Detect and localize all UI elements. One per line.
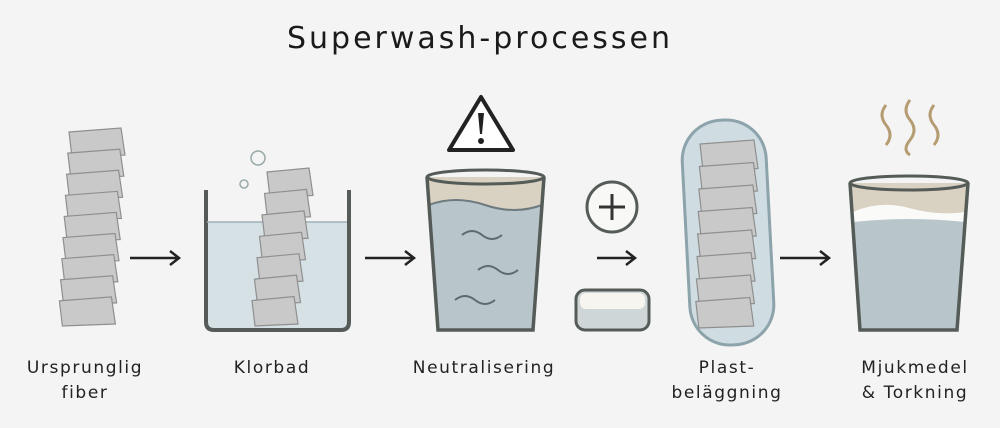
fiber-scale	[251, 295, 299, 327]
step-label-chlorine-bath: Klorbad	[234, 358, 310, 378]
step-label-softener-drying: Mjukmedel	[861, 358, 968, 378]
fiber-icon	[58, 127, 126, 327]
arrow-right-icon	[597, 250, 638, 266]
fiber-scale	[695, 296, 755, 329]
steam-icon	[880, 99, 940, 157]
arrow-right-icon	[780, 250, 832, 266]
step-label-neutralization: Neutralisering	[413, 358, 555, 378]
coated-fiber-icon	[680, 118, 776, 347]
arrow-right-icon	[130, 250, 182, 266]
step-label-plastic-coating-2: beläggning	[671, 383, 782, 403]
warning-icon	[447, 95, 515, 152]
pill-icon	[574, 288, 651, 332]
step-label-plastic-coating: Plast-	[699, 358, 756, 378]
diagram-title: Superwash-processen	[287, 21, 673, 56]
step-label-softener-drying-2: & Torkning	[862, 383, 968, 403]
step-label-original-fiber: Ursprunglig	[27, 358, 143, 378]
glass-water-icon	[425, 168, 546, 332]
plus-icon	[585, 180, 639, 234]
fiber-scale	[58, 296, 117, 327]
glass-softener-icon	[848, 174, 970, 332]
step-label-original-fiber-2: fiber	[62, 383, 109, 403]
chlorine-bath-icon	[204, 150, 351, 332]
arrow-right-icon	[365, 250, 417, 266]
